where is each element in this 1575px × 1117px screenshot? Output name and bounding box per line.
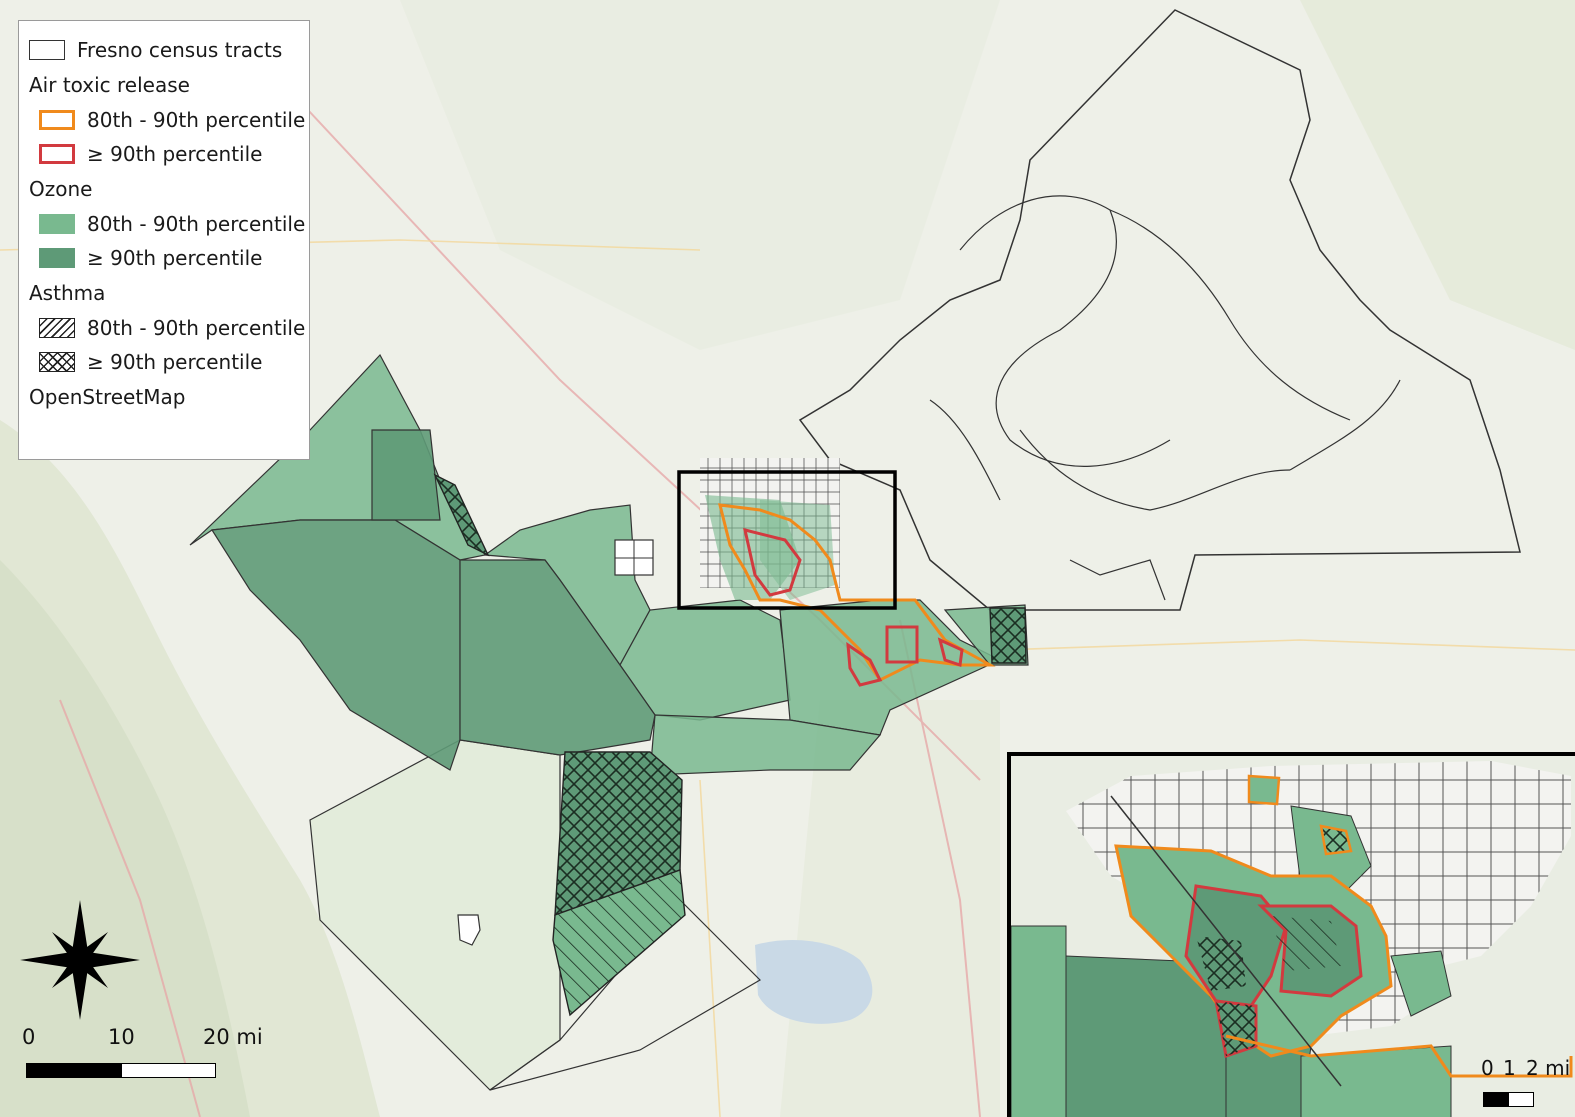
swatch-air-80 [39, 110, 75, 130]
compass-rose-icon [20, 900, 140, 1020]
legend-heading-air: Air toxic release [29, 73, 190, 97]
swatch-ozone-90 [39, 248, 75, 268]
swatch-asthma-80 [39, 318, 75, 338]
scale-label-20: 20 mi [203, 1025, 263, 1049]
swatch-air-90 [39, 144, 75, 164]
legend-ozone-90: ≥ 90th percentile [29, 241, 301, 275]
legend-label: 80th - 90th percentile [87, 212, 306, 236]
legend-label: ≥ 90th percentile [87, 142, 263, 166]
legend-asthma-90: ≥ 90th percentile [29, 345, 301, 379]
legend-label: Fresno census tracts [77, 38, 283, 62]
legend-basemap: OpenStreetMap [29, 385, 186, 409]
legend-air-90: ≥ 90th percentile [29, 137, 301, 171]
legend-heading-asthma: Asthma [29, 281, 106, 305]
inset-scale-label-1: 1 [1503, 1056, 1516, 1080]
scale-segment-dark [26, 1063, 122, 1078]
legend-label: 80th - 90th percentile [87, 108, 306, 132]
swatch-tracts [29, 40, 65, 60]
legend-label: ≥ 90th percentile [87, 246, 263, 270]
legend-label: ≥ 90th percentile [87, 350, 263, 374]
inset-scale-label-0: 0 [1481, 1056, 1494, 1080]
inset-map-canvas [1011, 756, 1575, 1117]
scale-label-10: 10 [108, 1025, 135, 1049]
scale-bar: 0 10 20 mi [20, 1025, 270, 1085]
legend-label: 80th - 90th percentile [87, 316, 306, 340]
inset-scale-segment-dark [1483, 1092, 1509, 1107]
inset-scale-segment-light [1508, 1092, 1534, 1107]
legend: Fresno census tracts Air toxic release 8… [18, 20, 310, 460]
swatch-ozone-80 [39, 214, 75, 234]
legend-air-80: 80th - 90th percentile [29, 103, 305, 137]
scale-label-0: 0 [22, 1025, 36, 1049]
legend-ozone-80: 80th - 90th percentile [29, 207, 305, 241]
scale-segment-light [121, 1063, 216, 1078]
legend-tracts: Fresno census tracts [29, 33, 301, 67]
legend-heading-ozone: Ozone [29, 177, 93, 201]
swatch-asthma-90 [39, 352, 75, 372]
inset-scale-bar: 0 1 2 mi [1481, 1056, 1575, 1111]
inset-map[interactable]: 0 1 2 mi [1007, 752, 1575, 1117]
legend-asthma-80: 80th - 90th percentile [29, 311, 305, 345]
inset-scale-label-2: 2 mi [1526, 1056, 1571, 1080]
